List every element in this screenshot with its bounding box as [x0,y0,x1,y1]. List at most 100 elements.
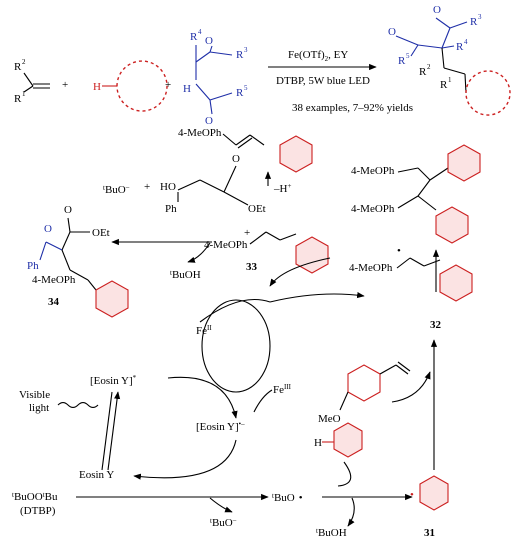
eosin-star: [Eosin Y]* [90,374,137,387]
cyclohexane-substrate: H [314,422,363,487]
r4-sup: 4 [464,38,468,46]
fe-link [253,389,273,413]
bond [61,249,71,271]
bond [417,179,431,197]
bond [396,257,411,269]
bond [339,391,349,411]
cyclohexane-ring [333,422,363,458]
minus-h-label: –H+ [273,182,291,195]
compound-32-label: 32 [430,319,442,331]
set-arrow [167,376,238,419]
o-atom: O [232,153,240,165]
meo-label: MeO [318,413,341,425]
generic-ring-dashed [465,70,511,116]
bond [249,231,267,245]
bond [222,133,237,146]
bond [429,167,449,181]
bond [279,233,297,241]
cyclohexane-ring [295,236,329,274]
styrene-arrow [391,371,431,403]
r1-sup: 1 [448,76,452,84]
tbuoh-arrow [347,497,355,527]
compound-31-label: 31 [424,527,435,539]
r3-label: R [236,49,244,61]
eosin-minus: [Eosin Y]•– [196,420,245,433]
arc [199,298,271,323]
bond [195,51,211,63]
r4-label: R [190,31,198,43]
oet-label: OEt [248,203,266,215]
r5-label: R [398,55,406,67]
bond [223,191,249,206]
bond [397,167,419,173]
eosin-label: Eosin Y [79,469,114,481]
o-atom: O [64,204,72,216]
alkene-bond [23,85,34,93]
hc-reactant: H [93,60,168,112]
fe3-label: FeIII [273,383,292,396]
o-atom: O [205,35,213,47]
bond [249,134,265,146]
bond [441,27,451,49]
bond [443,67,466,75]
plus-sign-2: + [165,79,171,91]
dicarbonyl-reactant: R 4 O R 3 H O R 5 [183,28,248,127]
bond [199,179,225,193]
tbuoh-bottom: tBuOH [316,527,347,539]
o-atom: O [44,223,52,235]
meoph-label: 4-MeOPh [204,239,248,251]
r4-label: R [456,41,464,53]
bond [397,195,419,209]
cation-33: 4-MeOPh + 33 –H+ [204,171,329,274]
r2-sup: 2 [427,63,431,71]
tbuo-minus: tBuO– [103,183,130,196]
bond [417,167,431,181]
conditions-label: DTBP, 5W blue LED [276,75,370,87]
excitation-arrow-2 [101,391,113,471]
intermediate-32-top: 4-MeOPh 4-MeOPh [351,144,481,244]
tbuo-radical: tBuO• [272,492,303,504]
h-atom: H [93,81,101,93]
catalyst-label: Fe(OTf)2, EY [288,49,348,63]
bond [195,83,211,101]
dtbp-formula: tBuOOtBu [12,491,58,503]
cyclohexane-ring [435,206,469,244]
r4-sup: 4 [198,28,202,36]
alkene-bond [23,72,34,87]
product-34: O OEt O Ph 4-MeOPh 34 [27,204,129,318]
fe2-label: FeII [196,324,212,337]
fe-to-32-arrow [269,292,365,303]
double-bond [395,364,409,375]
eosin-cycle: [Eosin Y]* [Eosin Y]•– Eosin Y Visible l… [19,374,273,481]
bond [449,21,468,29]
plus-sign: + [62,79,68,91]
bond [409,257,425,267]
bond [209,99,213,115]
double-bond [397,361,411,372]
r3-sup: 3 [244,46,248,54]
visible-label: Visible [19,389,50,401]
radical-dot: • [397,245,401,257]
bond [417,44,443,49]
bond [379,364,397,375]
o-atom-2: O [205,115,213,127]
benzene-ring [347,364,381,402]
bond [223,165,237,193]
bond [464,73,467,94]
r5-sup: 5 [244,84,248,92]
r3-sup: 3 [478,13,482,21]
cyclohexane-ring [419,475,449,511]
bond [61,231,71,251]
reagents-left: tBuO– + HO O Ph OEt [103,153,266,215]
compound-33-label: 33 [246,261,258,273]
cyclohexane-ring [279,135,313,173]
oet-label: OEt [92,227,110,239]
meoph-label: 4-MeOPh [351,203,395,215]
bond [209,51,233,56]
dtbp-section: tBuOOtBu (DTBP) tBuO– tBuO• tBuOH [12,491,413,539]
tbuo-minus-arrow [209,497,233,513]
r5-label: R [236,87,244,99]
cyclohexane-ring [95,280,129,318]
plus-charge: + [244,227,250,239]
fe-cycle-ring [201,299,271,393]
